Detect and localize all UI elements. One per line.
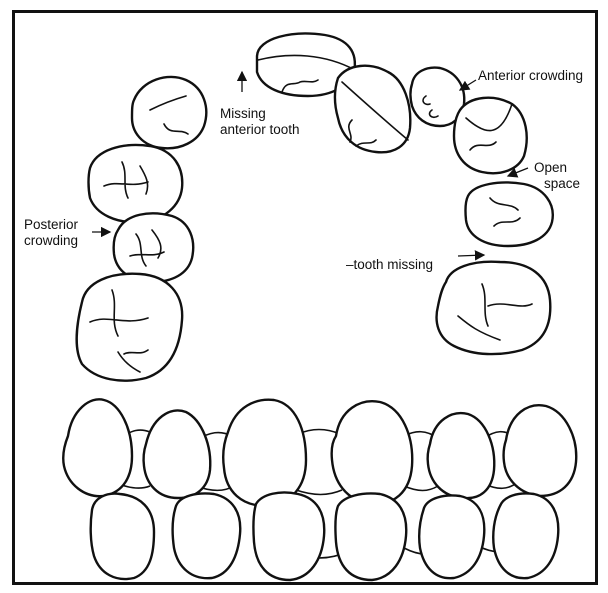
tooth-left-first [132,77,206,148]
tooth-left-second [89,145,183,222]
front-lower-teeth [91,492,559,580]
label-open-space-line2: space [534,176,580,192]
label-missing-anterior: Missing anterior tooth [220,106,300,138]
tooth-right-premolar [465,183,552,247]
label-anterior-crowding: Anterior crowding [478,68,583,84]
label-open-space: Open space [534,160,580,192]
label-tooth-missing: –tooth missing [346,257,433,273]
arrow-tooth-missing [458,255,484,256]
label-missing-anterior-line2: anterior tooth [220,122,300,138]
label-posterior-crowding-line1: Posterior [24,217,78,233]
front-view [63,399,576,580]
tooth-right-molar [437,262,551,354]
front-upper-teeth [63,399,576,506]
label-posterior-crowding: Posterior crowding [24,217,78,249]
label-missing-anterior-line1: Missing [220,106,300,122]
tooth-upper-incisor-tilted [335,66,410,153]
tooth-left-molar [77,274,182,381]
label-open-space-line1: Open [534,160,580,176]
tooth-right-canine [454,98,527,173]
label-posterior-crowding-line2: crowding [24,233,78,249]
tooth-left-third [114,213,194,282]
upper-arch [77,34,553,381]
